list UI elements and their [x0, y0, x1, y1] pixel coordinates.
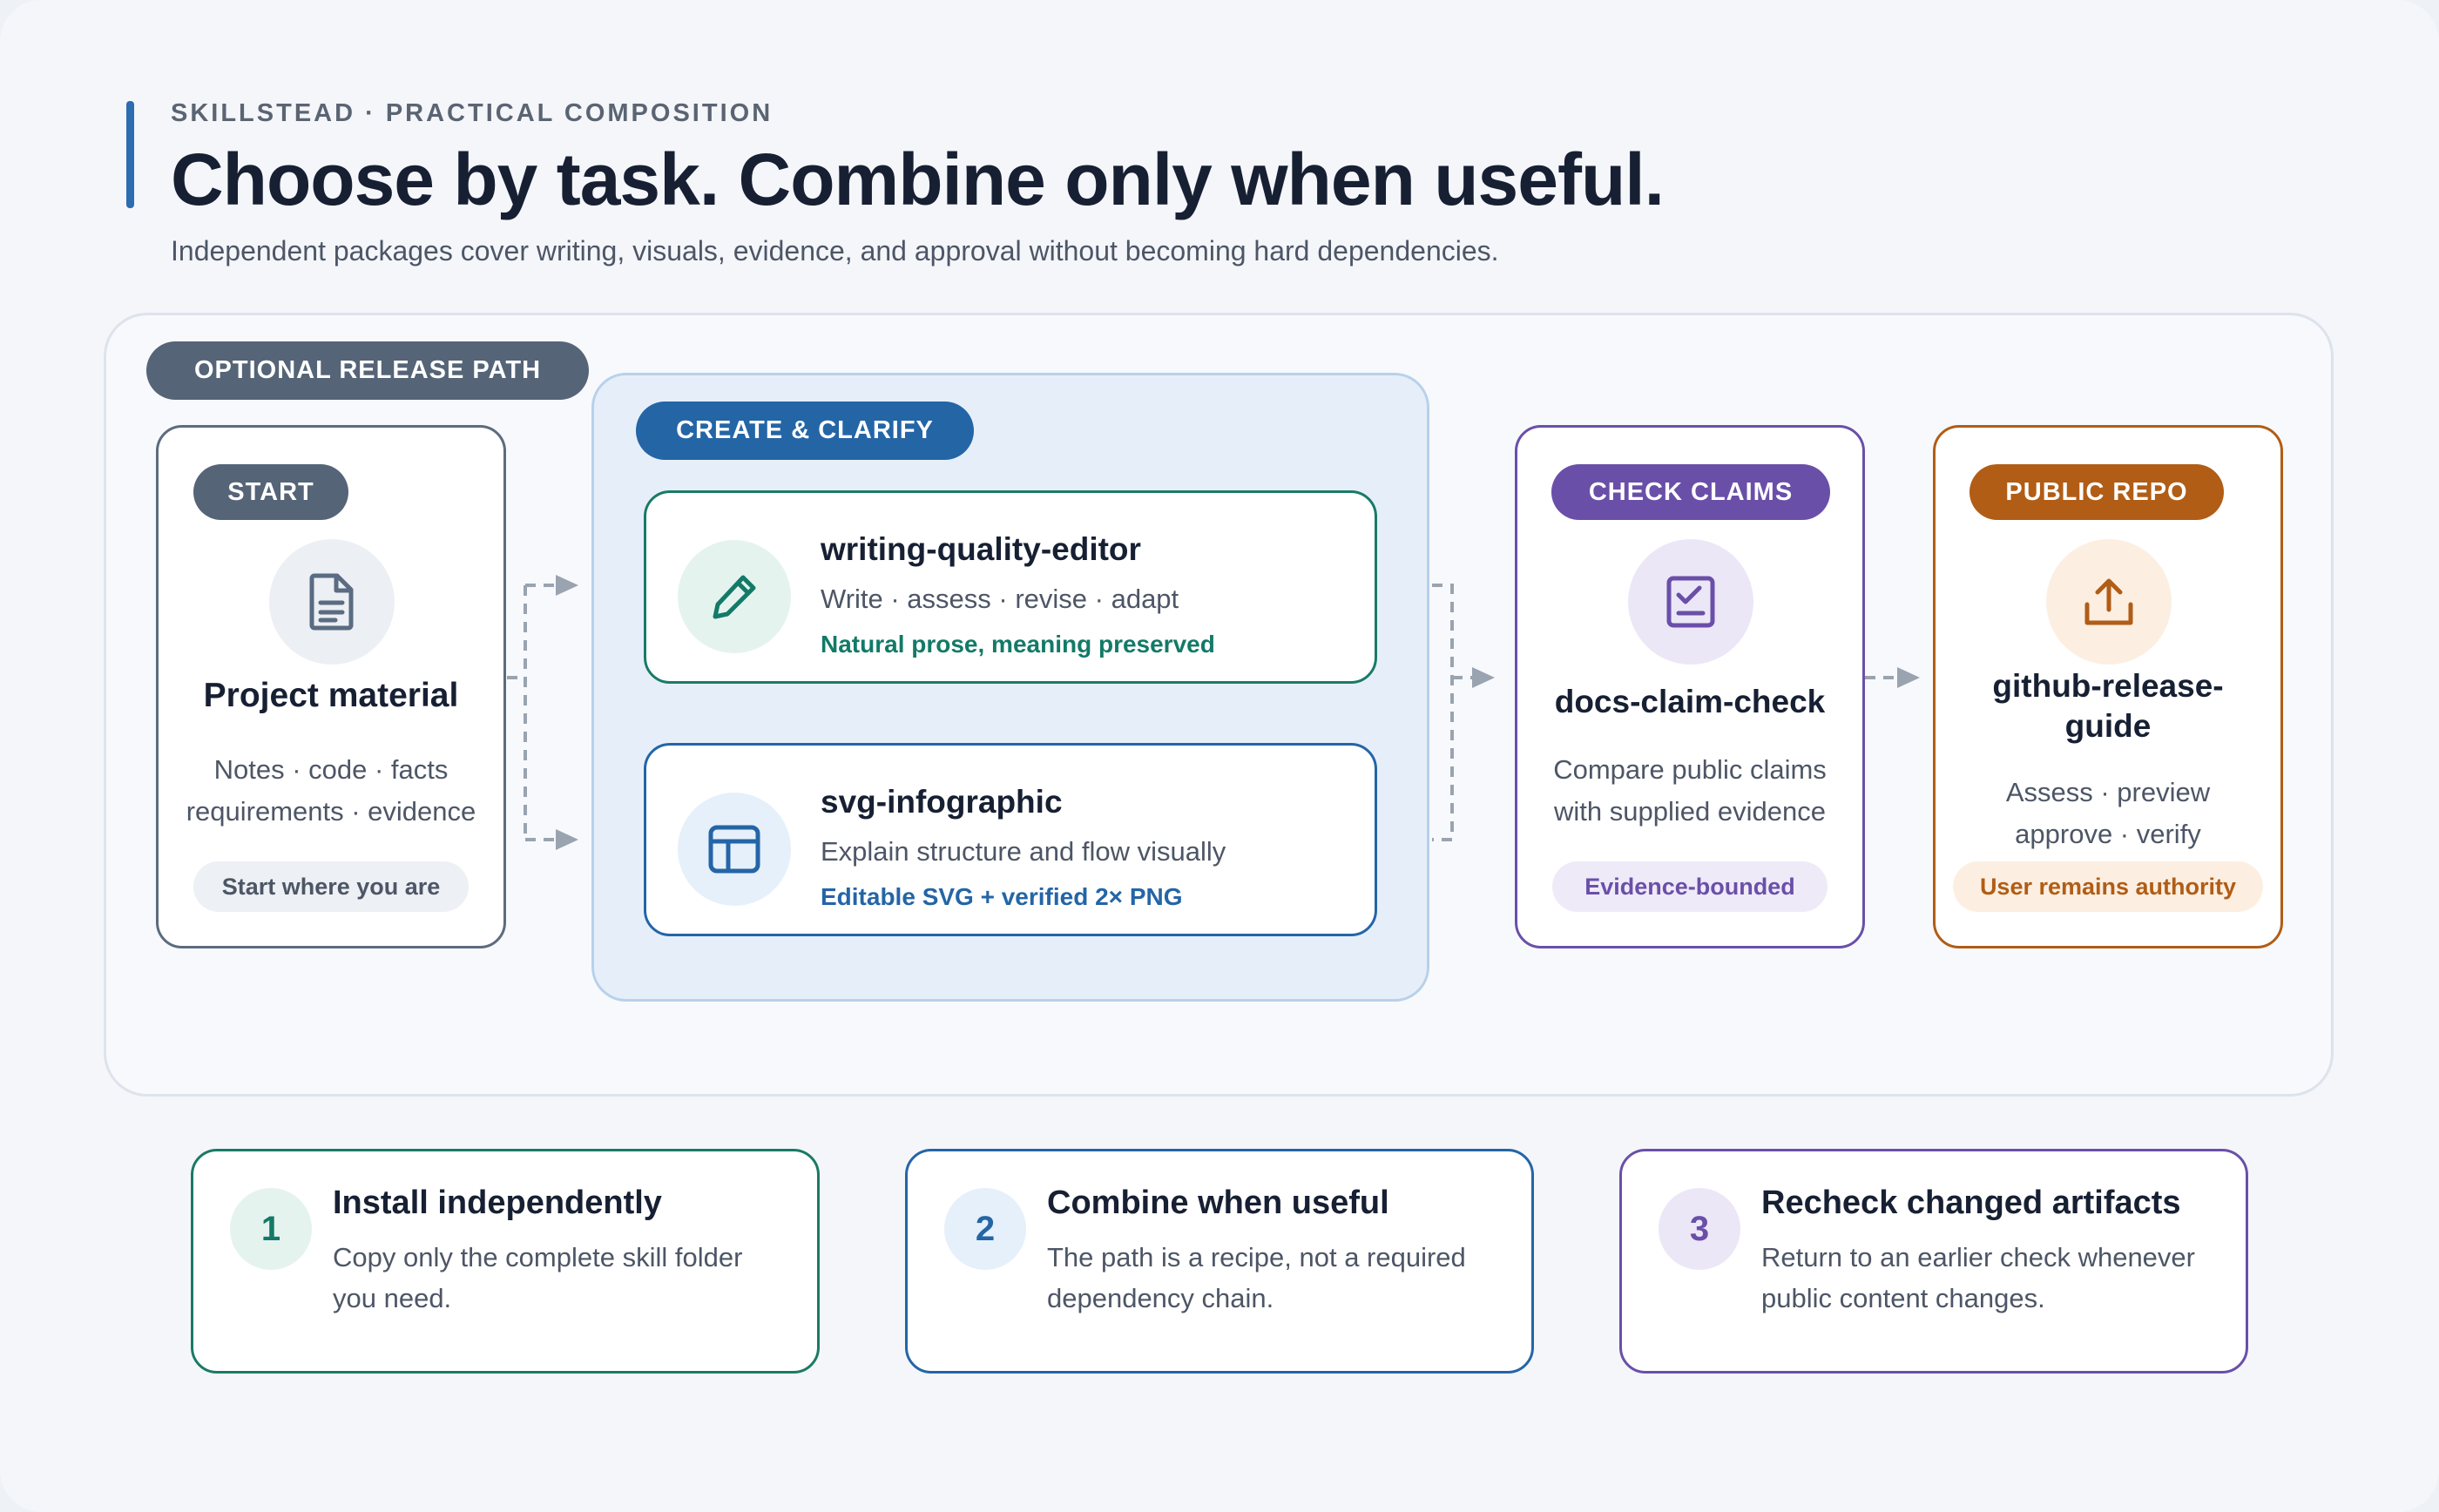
step-card-install: 1 Install independently Copy only the co…	[191, 1149, 820, 1374]
start-badge: START	[193, 464, 348, 520]
start-badge-label: START	[227, 477, 314, 506]
publish-title-1: github-release-	[1992, 668, 2224, 704]
check-claims-node: CHECK CLAIMS docs-claim-check Compare pu…	[1515, 425, 1865, 948]
step-title: Recheck changed artifacts	[1761, 1185, 2181, 1221]
arrow-to-writing	[556, 575, 578, 596]
step-desc: Return to an earlier check whenever publ…	[1761, 1242, 2195, 1313]
skill-note-writing: Natural prose, meaning preserved	[821, 631, 1215, 658]
eyebrow: SKILLSTEAD · PRACTICAL COMPOSITION	[171, 99, 774, 127]
skill-name-svg: svg-infographic	[821, 784, 1063, 820]
start-node: START Project material Notes · code · fa…	[156, 425, 506, 948]
check-desc-2: with supplied evidence	[1554, 796, 1826, 827]
create-badge-label: CREATE & CLARIFY	[676, 416, 934, 444]
step-title: Combine when useful	[1047, 1185, 1389, 1221]
check-badge-label: CHECK CLAIMS	[1588, 477, 1794, 506]
public-repo-node: PUBLIC REPO github-release- guide Assess…	[1933, 425, 2283, 948]
publish-badge-label: PUBLIC REPO	[2005, 477, 2188, 506]
create-badge: CREATE & CLARIFY	[636, 402, 974, 460]
step-desc: The path is a recipe, not a required dep…	[1047, 1242, 1466, 1313]
path-label-pill: OPTIONAL RELEASE PATH	[146, 341, 589, 400]
step-number: 1	[230, 1188, 312, 1270]
step-number: 2	[944, 1188, 1026, 1270]
page-subtitle: Independent packages cover writing, visu…	[171, 235, 1499, 267]
step-title: Install independently	[333, 1185, 662, 1221]
skill-desc-writing: Write · assess · revise · adapt	[821, 584, 1179, 614]
start-chip: Start where you are	[193, 861, 469, 912]
start-title: Project material	[203, 677, 459, 714]
step-number: 3	[1659, 1188, 1740, 1270]
header-accent-bar	[126, 101, 134, 208]
arrow-to-publish	[1897, 667, 1920, 688]
publish-title-2: guide	[2064, 708, 2152, 744]
start-desc-1: Notes · code · facts	[213, 754, 449, 785]
start-fork-line	[507, 584, 557, 841]
layout-icon	[678, 793, 791, 906]
create-join-line	[1432, 584, 1474, 841]
publish-badge: PUBLIC REPO	[1969, 464, 2224, 520]
check-chip: Evidence-bounded	[1552, 861, 1828, 912]
start-desc-2: requirements · evidence	[186, 796, 476, 827]
step-card-recheck: 3 Recheck changed artifacts Return to an…	[1619, 1149, 2248, 1374]
publish-chip: User remains authority	[1953, 861, 2263, 912]
publish-desc-2: approve · verify	[2015, 819, 2201, 849]
document-icon	[269, 539, 395, 665]
step-card-combine: 2 Combine when useful The path is a reci…	[905, 1149, 1534, 1374]
skill-card-writing: writing-quality-editor Write · assess · …	[644, 490, 1377, 684]
path-label: OPTIONAL RELEASE PATH	[193, 356, 542, 384]
skill-note-svg: Editable SVG + verified 2× PNG	[821, 883, 1183, 910]
step-desc: Copy only the complete skill folder you …	[333, 1242, 743, 1313]
skill-desc-svg: Explain structure and flow visually	[821, 836, 1226, 867]
publish-desc-1: Assess · preview	[2005, 777, 2211, 807]
skill-name-writing: writing-quality-editor	[821, 531, 1141, 567]
arrow-to-check	[1472, 667, 1495, 688]
arrow-to-svg	[556, 829, 578, 850]
pencil-icon	[678, 540, 791, 653]
upload-icon	[2046, 539, 2172, 665]
check-badge: CHECK CLAIMS	[1551, 464, 1830, 520]
check-desc-1: Compare public claims	[1553, 754, 1827, 785]
page-title: Choose by task. Combine only when useful…	[171, 138, 1665, 220]
checklist-icon	[1628, 539, 1753, 665]
check-title: docs-claim-check	[1554, 684, 1826, 719]
skill-card-svg: svg-infographic Explain structure and fl…	[644, 743, 1377, 936]
